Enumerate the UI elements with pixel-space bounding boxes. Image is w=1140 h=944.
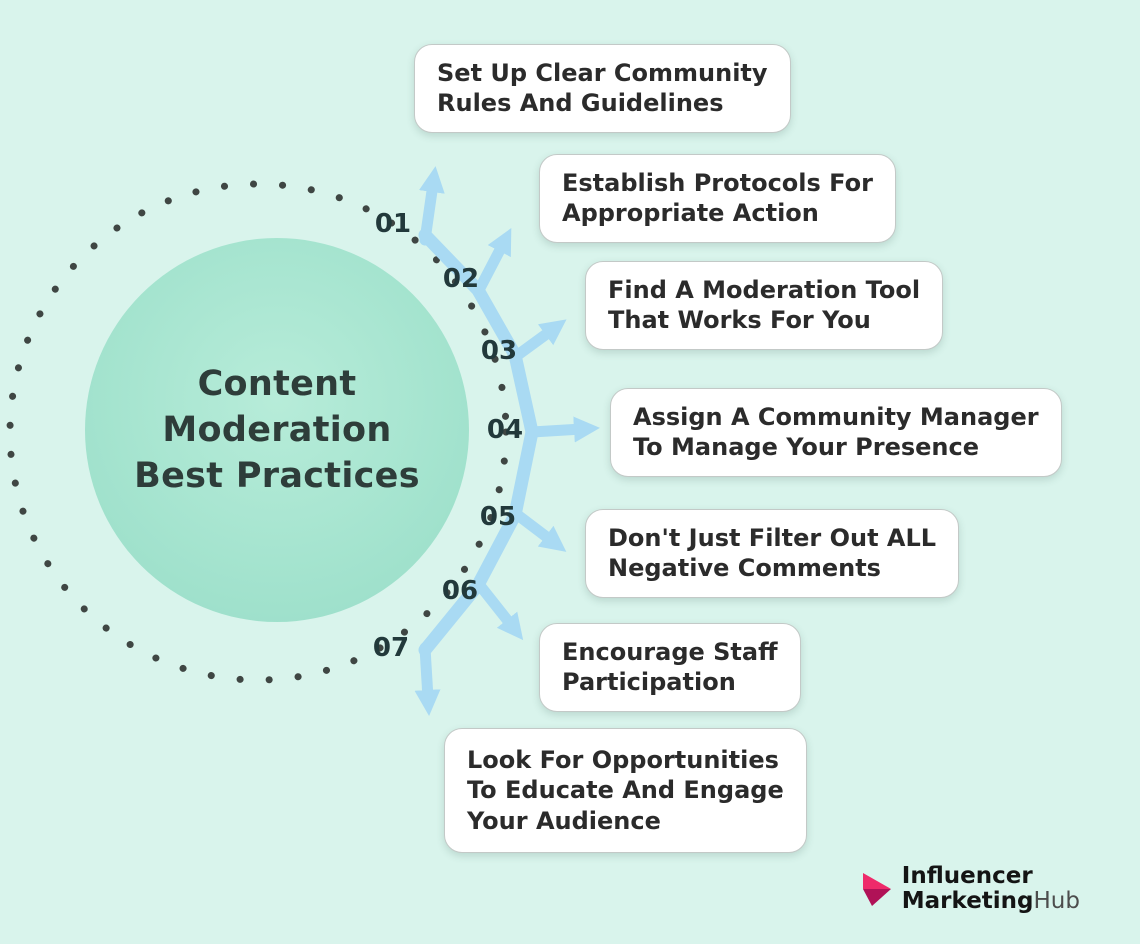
step-label: That Works For You <box>608 306 871 335</box>
logo-line2: MarketingHub <box>902 889 1080 914</box>
logo-marketing: Marketing <box>901 888 1034 915</box>
step-label: Negative Comments <box>608 554 881 583</box>
step-number-4: 04 <box>486 415 524 445</box>
arrow-to-step-4-icon <box>526 416 600 443</box>
step-label: To Manage Your Presence <box>633 433 979 462</box>
step-label: Rules And Guidelines <box>437 89 724 118</box>
step-box-3: Find A Moderation Tool That Works For Yo… <box>585 261 944 350</box>
arrow-to-step-6-icon <box>472 577 524 641</box>
step-label: Set Up Clear Community <box>437 59 768 87</box>
step-label: Assign A Community Manager <box>633 403 1039 431</box>
logo-arrow-icon <box>862 873 891 907</box>
step-box-7: Look For Opportunities To Educate And En… <box>444 728 807 853</box>
arrow-to-step-7-icon <box>414 642 441 716</box>
step-number-6: 06 <box>441 576 479 606</box>
step-box-2: Establish Protocols For Appropriate Acti… <box>539 154 896 243</box>
title-line: Moderation <box>162 409 392 450</box>
step-label: Find A Moderation Tool <box>608 276 921 304</box>
step-box-5: Don't Just Filter Out ALL Negative Comme… <box>585 509 960 598</box>
step-label: Participation <box>562 668 736 697</box>
step-number-5: 05 <box>479 502 517 532</box>
arrow-to-step-3-icon <box>509 319 567 363</box>
step-number-3: 03 <box>480 336 518 366</box>
title-line: Content <box>197 363 357 404</box>
step-label: To Educate And Engage <box>467 776 784 805</box>
page-title: Content Moderation Best Practices <box>134 361 420 500</box>
arrow-to-step-1-icon <box>418 166 445 246</box>
step-number-2: 02 <box>442 264 480 294</box>
step-box-6: Encourage Staff Participation <box>539 623 801 712</box>
step-box-1: Set Up Clear Community Rules And Guideli… <box>414 44 791 133</box>
logo-line1: Influencer <box>901 863 1033 890</box>
logo-hub: Hub <box>1033 888 1080 915</box>
influencer-marketinghub-logo: Influencer MarketingHub <box>859 864 1080 914</box>
step-label: Establish Protocols For <box>562 169 873 197</box>
step-label: Your Audience <box>467 806 661 835</box>
central-circle: Content Moderation Best Practices <box>85 238 469 622</box>
arrow-to-step-2-icon <box>472 228 512 298</box>
logo-text: Influencer MarketingHub <box>902 864 1080 914</box>
step-label: Don't Just Filter Out ALL <box>608 524 937 552</box>
arrow-to-step-5-icon <box>509 507 567 552</box>
step-label: Look For Opportunities <box>467 745 779 774</box>
step-label: Appropriate Action <box>562 199 819 228</box>
step-number-1: 01 <box>374 209 412 239</box>
title-line: Best Practices <box>134 456 420 497</box>
step-label: Encourage Staff <box>562 638 778 666</box>
step-box-4: Assign A Community Manager To Manage You… <box>610 388 1062 477</box>
dotted-ring <box>6 180 510 684</box>
step-number-7: 07 <box>372 633 410 663</box>
